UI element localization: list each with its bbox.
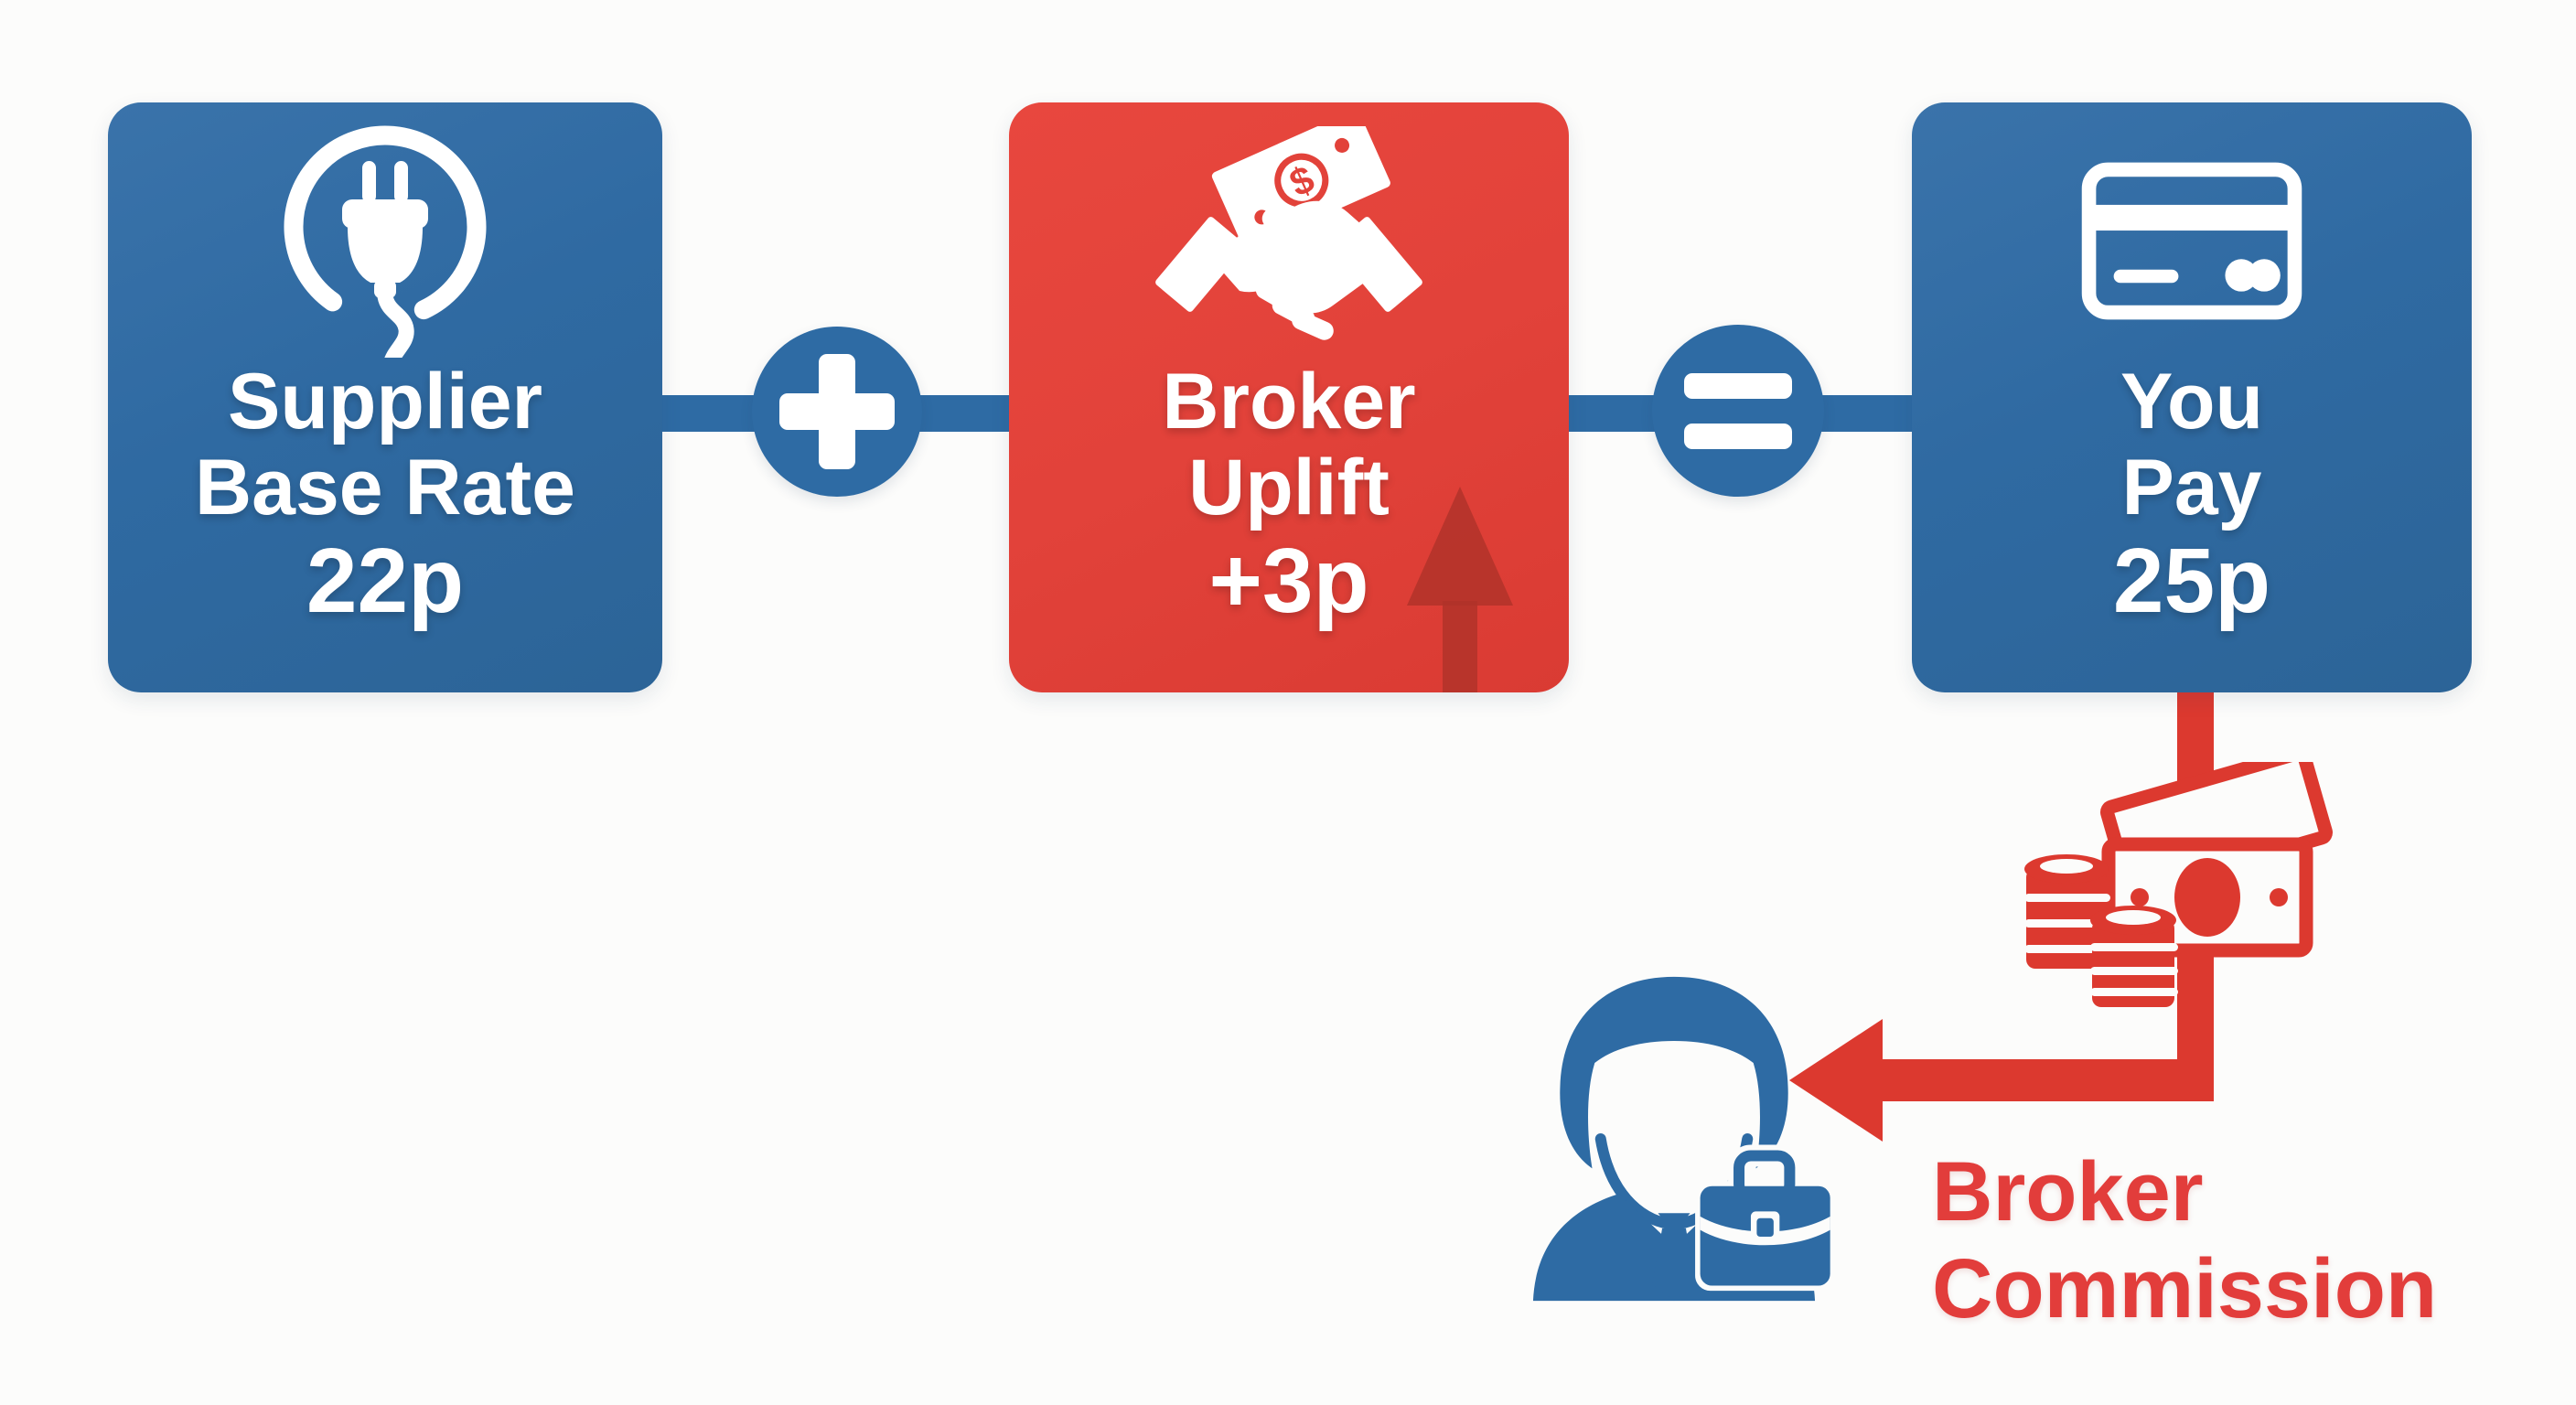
commission-label: Broker Commission <box>1932 1143 2437 1337</box>
broker-uplift-box: $ <box>1009 102 1569 692</box>
you-pay-box-value: 25p <box>2112 530 2271 632</box>
commission-label-line1: Broker <box>1932 1145 2204 1239</box>
commission-flow-line-horizontal <box>1881 1059 2214 1101</box>
broker-person-icon <box>1532 976 1836 1302</box>
supplier-box-value: 22p <box>306 530 465 632</box>
handshake-cash-icon: $ <box>1152 123 1426 359</box>
you-pay-box: You Pay 25p <box>1912 102 2472 692</box>
equals-icon-bar-top <box>1684 373 1792 399</box>
broker-box-line2: Uplift <box>1188 444 1390 531</box>
plus-icon-bar-vertical <box>819 354 855 469</box>
power-plug-icon <box>280 123 490 359</box>
supplier-base-rate-box: Supplier Base Rate 22p <box>108 102 662 692</box>
supplier-box-line1: Supplier <box>227 358 543 445</box>
equals-icon-bar-bottom <box>1684 424 1792 449</box>
you-pay-box-line2: Pay <box>2121 444 2262 531</box>
you-pay-box-line1: You <box>2120 358 2264 445</box>
commission-flow-arrowhead-icon <box>1789 1019 1883 1142</box>
cash-coins-icon <box>2024 762 2333 1007</box>
equals-icon <box>1652 325 1824 497</box>
broker-box-line1: Broker <box>1162 358 1416 445</box>
plus-icon <box>752 327 922 497</box>
commission-label-line2: Commission <box>1932 1242 2438 1335</box>
broker-box-value: +3p <box>1208 530 1369 632</box>
uplift-arrow-icon <box>1407 487 1513 692</box>
supplier-box-line2: Base Rate <box>195 444 575 531</box>
credit-card-icon <box>2077 123 2306 359</box>
